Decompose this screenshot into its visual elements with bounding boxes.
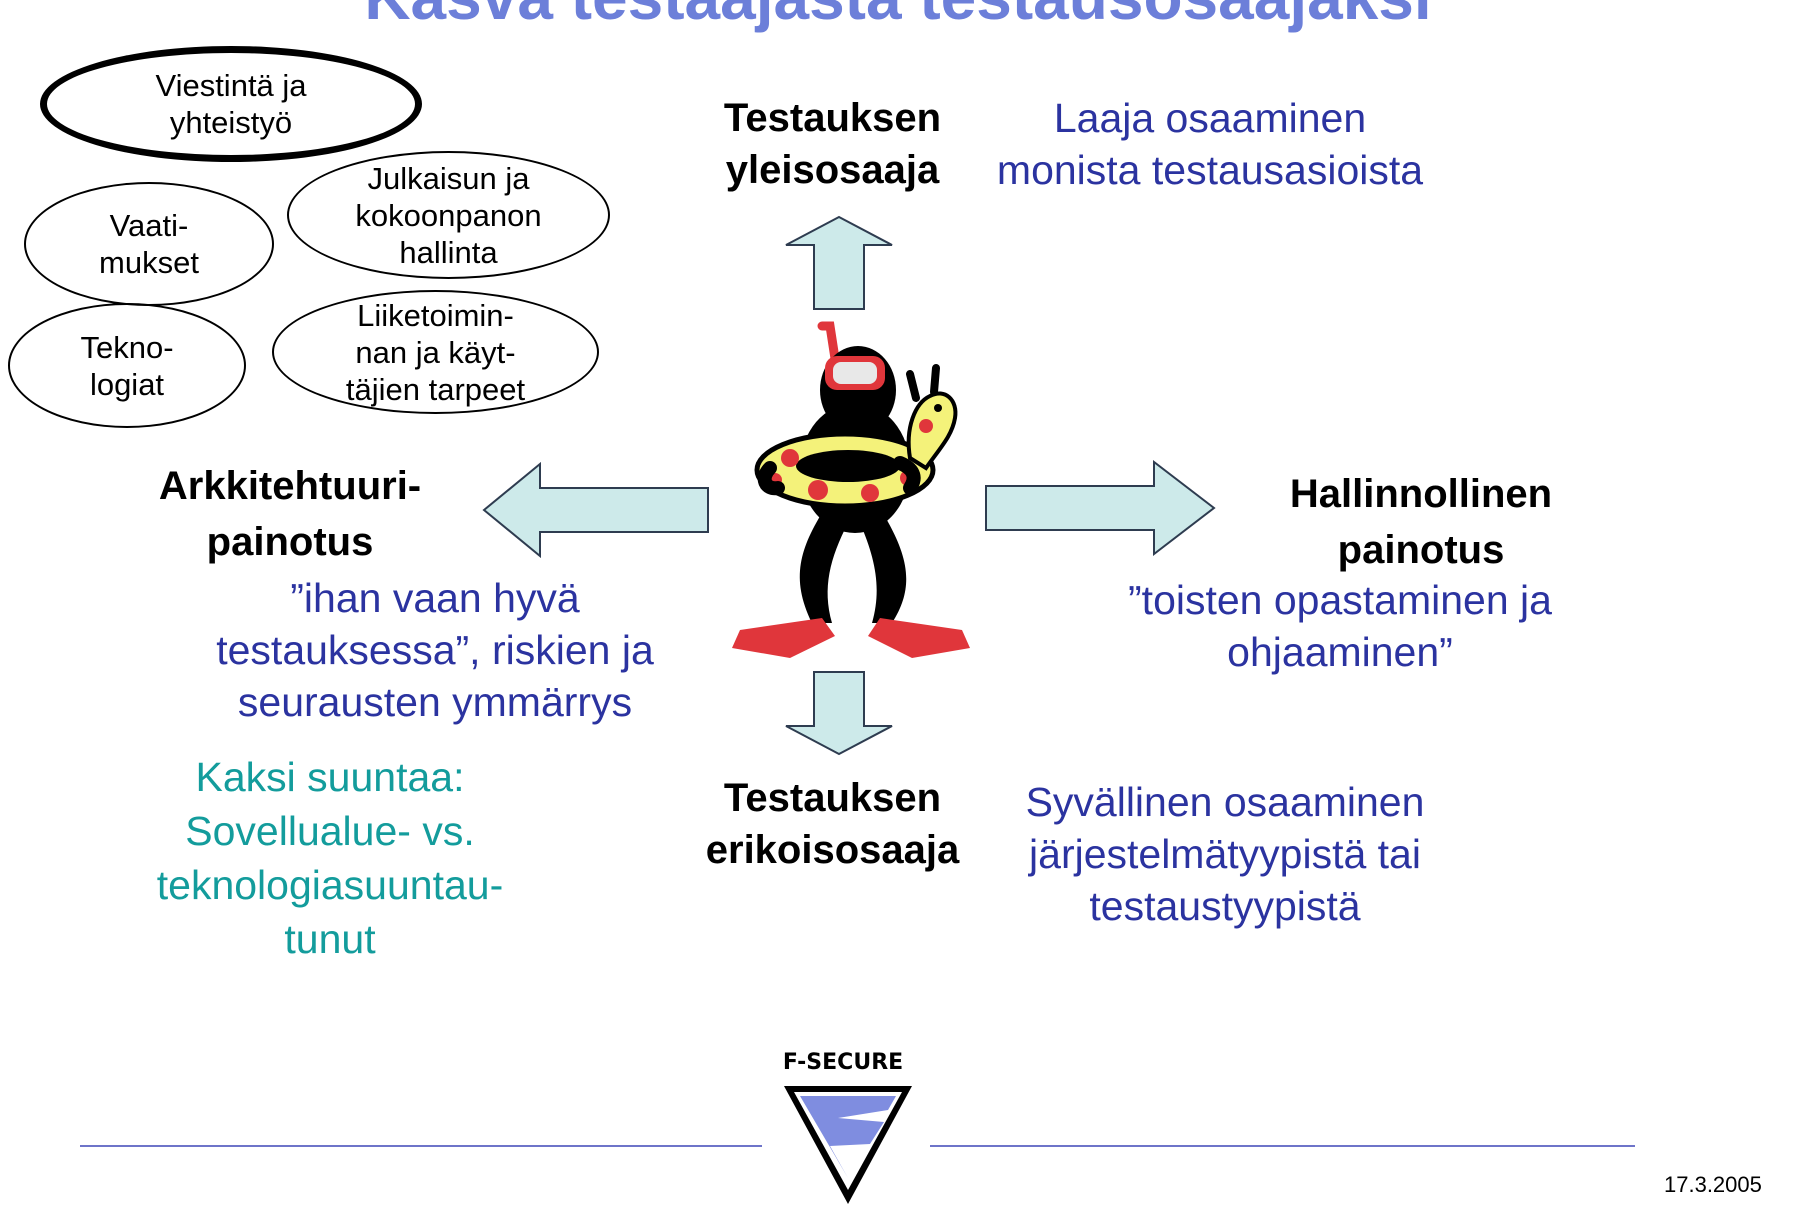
skill-bubble-release-config: Julkaisun ja kokoonpanon hallinta xyxy=(287,151,610,279)
slide-title: Kasva testaajasta testausosaajaksi xyxy=(0,0,1796,32)
skill-bubble-technologies: Tekno- logiat xyxy=(8,303,246,428)
label-architecture: Arkkitehtuuri- painotus xyxy=(158,464,422,564)
logo-shield-icon xyxy=(784,1086,912,1204)
label-specialist: Testauksen erikoisosaaja xyxy=(705,776,960,872)
skill-bubble-communication: Viestintä ja yhteistyö xyxy=(40,46,422,162)
arrow-up xyxy=(784,215,894,311)
note-two-directions: Kaksi suuntaa: Sovellualue- vs. teknolog… xyxy=(156,754,504,962)
arrow-right-icon xyxy=(985,460,1216,556)
desc-architecture: ”ihan vaan hyvä testauksessa”, riskien j… xyxy=(216,575,654,725)
arrow-up-icon xyxy=(785,215,893,310)
skill-label: Julkaisun ja kokoonpanon hallinta xyxy=(355,160,542,270)
arrow-right xyxy=(984,460,1216,556)
logo-wordmark: F-SECURE xyxy=(782,1050,904,1075)
f-secure-logo: F-SECURE xyxy=(778,1050,930,1206)
footer-rule-left xyxy=(80,1145,762,1147)
arrow-left xyxy=(482,462,710,558)
skill-bubble-requirements: Vaati- mukset xyxy=(24,182,274,306)
footer-rule-right xyxy=(930,1145,1635,1147)
skill-bubble-business-needs: Liiketoimin- nan ja käyt- täjien tarpeet xyxy=(272,290,599,414)
desc-generalist: Laaja osaaminen monista testausasioista xyxy=(996,95,1424,193)
diver-mascot-illustration xyxy=(730,318,980,668)
skill-label: Vaati- mukset xyxy=(99,208,199,280)
arrow-down-icon xyxy=(785,671,893,756)
label-generalist: Testauksen yleisosaaja xyxy=(723,96,942,192)
arrow-left-icon xyxy=(482,462,709,558)
arrow-down xyxy=(784,670,894,756)
skill-label: Tekno- logiat xyxy=(80,329,174,402)
skill-label: Liiketoimin- nan ja käyt- täjien tarpeet xyxy=(345,297,526,407)
skill-label: Viestintä ja yhteistyö xyxy=(155,68,307,140)
slide-date: 17.3.2005 xyxy=(1664,1172,1762,1197)
desc-specialist: Syvällinen osaaminen järjestelmätyypistä… xyxy=(1025,779,1425,929)
desc-management: ”toisten opastaminen ja ohjaaminen” xyxy=(1128,577,1552,675)
label-management: Hallinnollinen painotus xyxy=(1289,472,1553,572)
